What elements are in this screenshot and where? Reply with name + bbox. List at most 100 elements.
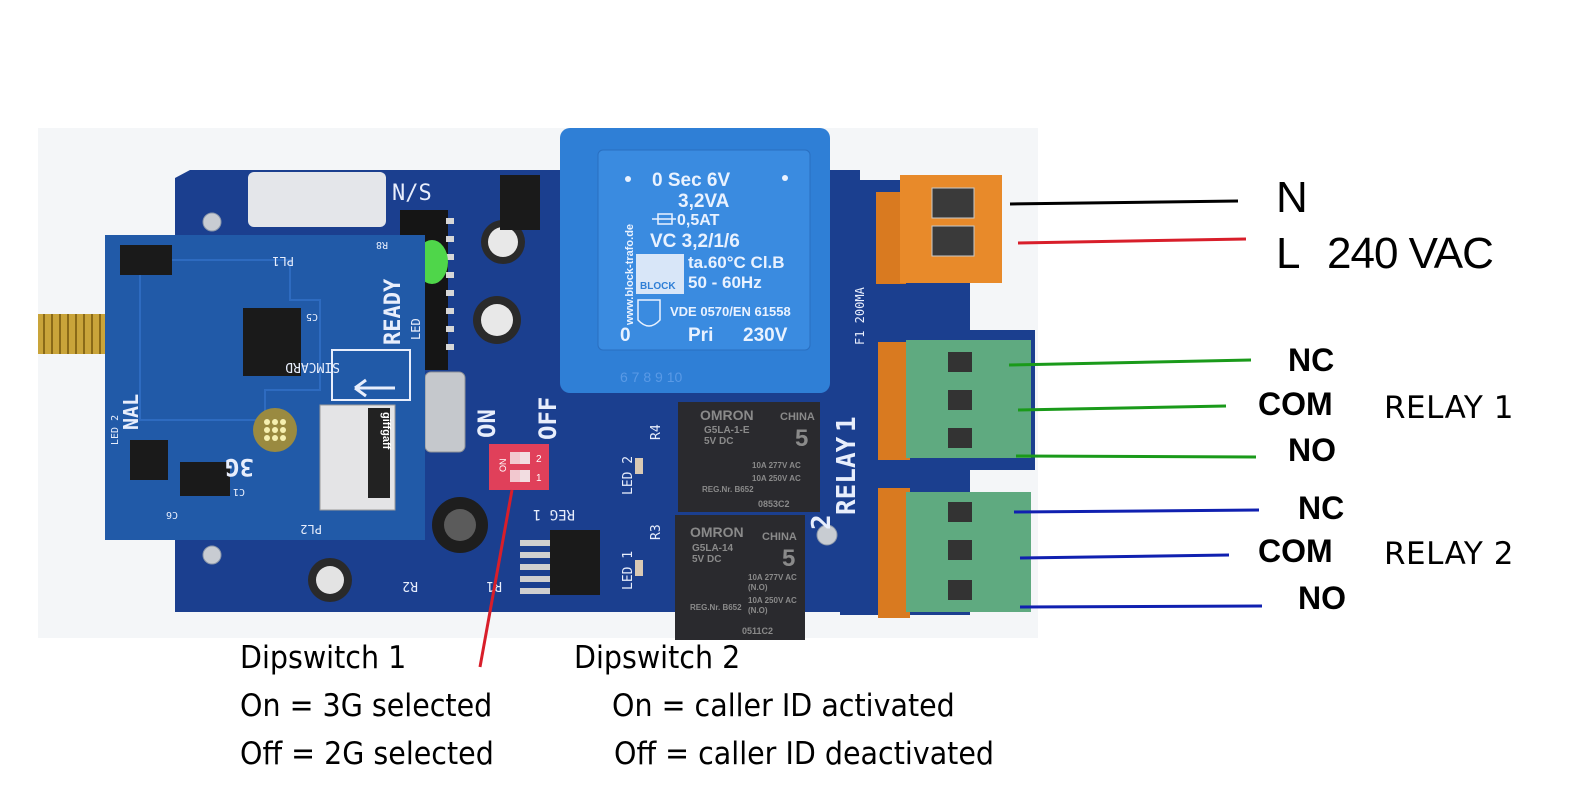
silk-relay-2: 2 — [807, 514, 837, 530]
silk-r2: R2 — [402, 578, 418, 593]
capacitor-top — [316, 566, 344, 594]
led-1 — [635, 560, 643, 576]
wire-relay2-nc — [1013, 508, 1260, 514]
relay2-reg: REG.Nr. B652 — [690, 603, 742, 612]
label-voltage: 240 VAC — [1327, 229, 1494, 278]
vde-shield-icon — [637, 299, 661, 327]
sim-card — [368, 408, 390, 498]
dip-slider-1-off — [520, 470, 530, 482]
contact-pad-dots — [264, 419, 286, 441]
silk-on: ON — [473, 409, 501, 438]
relay2-screw-no — [948, 580, 972, 600]
relay1-screw-com — [948, 390, 972, 410]
silk-led1: LED 1 — [621, 551, 636, 590]
wire-relay1-no — [1015, 454, 1257, 459]
wire-relay1-nc — [1008, 358, 1252, 367]
relay1-code: 0853C2 — [758, 499, 790, 509]
relay2-label-no: NO — [1298, 580, 1346, 616]
relay2-label-com: COM — [1258, 533, 1333, 569]
silk-pl1: PL1 — [272, 254, 294, 268]
relay1-brand: OMRON — [700, 407, 754, 423]
wire-relay1-com — [1017, 404, 1227, 412]
smd-inductor — [130, 440, 168, 480]
dipswitch2-on: On = caller ID activated — [612, 688, 955, 724]
trafo-line7: VDE 0570/EN 61558 — [670, 304, 791, 319]
silk-3g: 3G — [225, 453, 254, 481]
relay1-rating1: 10A 277V AC — [752, 461, 801, 470]
silk-relay: RELAY — [832, 436, 862, 515]
fuse-symbol-icon — [652, 213, 676, 225]
silk-led2: LED 2 — [621, 456, 636, 495]
relay2-model: G5LA-14 — [692, 543, 734, 554]
relay1-model: G5LA-1-E — [704, 425, 750, 436]
dip-on-mark: ON — [498, 459, 508, 473]
label-neutral: N — [1276, 173, 1308, 222]
silk-r8: R8 — [376, 239, 388, 250]
mount-hole — [202, 545, 222, 565]
smd-inductor — [180, 462, 230, 496]
antenna-connector — [38, 314, 110, 354]
block-logo-icon — [636, 254, 684, 294]
wire-neutral — [1009, 199, 1239, 206]
capacitor-top — [481, 304, 513, 336]
buzzer-center — [444, 509, 476, 541]
mount-hole — [202, 212, 222, 232]
relay1-rating2: 10A 250V AC — [752, 474, 801, 483]
dip-num-1: 1 — [536, 473, 542, 484]
silk-pl2: PL2 — [300, 522, 322, 536]
wire-relay2-no — [1019, 604, 1263, 609]
dip-slider-2 — [510, 452, 520, 464]
led-2 — [635, 458, 643, 474]
power-screw-l — [931, 225, 975, 257]
capacitor-top — [488, 227, 518, 257]
crystal — [424, 371, 466, 453]
trafo-line8-left: 0 — [620, 325, 631, 346]
module-trace — [139, 259, 321, 421]
dip-num-2: 2 — [536, 454, 542, 465]
relay1-screw-no — [948, 428, 972, 448]
relay2-code: 0511C2 — [742, 626, 773, 636]
trafo-line8-right: 230V — [743, 325, 788, 346]
relay1-terminal-latch — [878, 342, 910, 460]
reg1-pins — [520, 540, 550, 594]
block-logo-text: BLOCK — [640, 281, 676, 292]
silk-off: OFF — [534, 397, 562, 440]
relay2-voltage: 5V DC — [692, 554, 721, 565]
dipswitch1-off: Off = 2G selected — [240, 736, 494, 772]
relay2-rating1b: (N.O) — [748, 583, 768, 592]
dip-slider-2-off — [520, 452, 530, 464]
trafo-side-text: www.block-trafo.de — [624, 224, 636, 326]
arrow-left-icon — [354, 378, 395, 398]
regulator-top — [500, 175, 540, 230]
relay2-terminal-latch — [878, 488, 910, 618]
trafo-line3: 0,5AT — [677, 212, 720, 229]
simcard-outline — [331, 349, 411, 401]
dipswitch1-title: Dipswitch 1 — [240, 640, 407, 676]
dipswitch2-title: Dipswitch 2 — [574, 640, 741, 676]
blank-label — [248, 172, 386, 227]
smd-inductor — [120, 245, 172, 275]
relay2-screw-com — [948, 540, 972, 560]
silk-c6: C6 — [166, 509, 178, 520]
relay1-label-nc: NC — [1288, 342, 1335, 378]
relay1-origin: CHINA — [780, 411, 815, 423]
dip-slider-1 — [510, 470, 520, 482]
dipswitch-pointer — [478, 489, 514, 668]
relay1-title: RELAY 1 — [1384, 390, 1514, 426]
silk-c1: C1 — [233, 486, 245, 497]
ic-pins — [446, 218, 454, 350]
relay2-label-nc: NC — [1298, 490, 1345, 526]
relay2-rating2: 10A 250V AC — [748, 596, 797, 605]
relay-2-body — [675, 515, 805, 640]
relay1-voltage: 5V DC — [704, 436, 733, 447]
relay2-num: 5 — [782, 545, 795, 572]
silk-ns: N/S — [392, 181, 432, 206]
silk-r4: R4 — [649, 424, 664, 440]
relay-1-body — [678, 402, 820, 512]
label-live: L — [1276, 229, 1301, 278]
mount-hole — [816, 524, 838, 546]
silk-r3: R3 — [649, 524, 664, 540]
silk-nal: NAL — [119, 394, 143, 430]
dipswitch — [489, 444, 549, 490]
